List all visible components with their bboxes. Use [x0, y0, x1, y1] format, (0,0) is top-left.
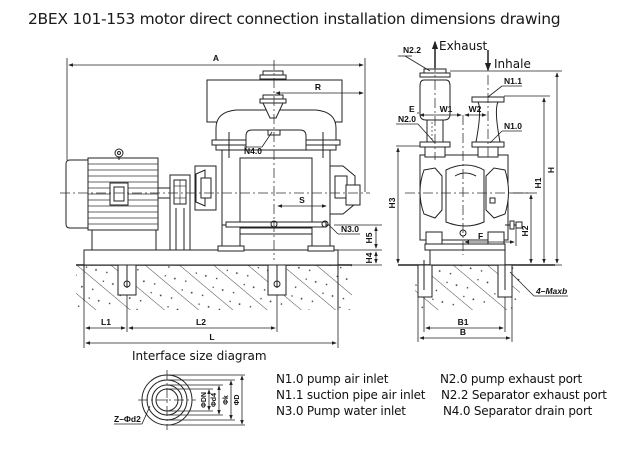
drawing-title: 2BEX 101-153 motor direct connection ins…: [28, 10, 561, 28]
callout-n3-0: N3.0: [328, 224, 360, 235]
callout-n4-0: N4.0: [244, 131, 273, 156]
svg-text:4–Maxb: 4–Maxb: [535, 286, 567, 296]
iface-k-label: Φk: [223, 395, 230, 405]
legend-item: N1.1 suction pipe air inlet: [276, 388, 426, 402]
callout-n1-1: N1.1: [487, 76, 522, 98]
dim-w2-label: W2: [469, 104, 482, 114]
iface-dn-label: ΦDN: [201, 392, 208, 408]
dim-s-label: S: [299, 195, 305, 205]
dim-r-label: R: [315, 82, 321, 92]
dim-h4-label: H4: [364, 252, 374, 263]
dim-w1-label: W1: [440, 104, 453, 114]
dim-e-w: E W1 W2: [409, 104, 487, 117]
callout-n2-0: N2.0: [396, 114, 436, 144]
dim-b-label: B: [460, 327, 466, 337]
dim-h5-h4: H5 H4: [334, 224, 382, 266]
exhaust-arrow: Exhaust: [431, 39, 488, 68]
dim-l-label: L: [209, 332, 214, 342]
motor: [65, 148, 159, 251]
svg-text:N3.0: N3.0: [341, 224, 359, 234]
dim-h: H H1 H2: [450, 70, 562, 266]
lifting-eye: [114, 148, 124, 158]
legend-item: N2.0 pump exhaust port: [440, 372, 583, 386]
callout-bolts: 4–Maxb: [509, 271, 568, 297]
side-base-plate: [83, 249, 339, 266]
dim-h5-label: H5: [364, 232, 374, 243]
iface-d4-label: Φd4: [211, 393, 218, 407]
dim-f: F: [464, 228, 517, 246]
dim-e-label: E: [409, 104, 415, 114]
iface-holes-label: Z–Φd2: [114, 414, 141, 424]
pump-body: [194, 149, 361, 252]
dim-r: R: [275, 82, 364, 95]
dim-h-label: H: [546, 167, 556, 173]
callout-n2-2: N2.2: [398, 45, 431, 72]
inhale-label: Inhale: [494, 57, 531, 71]
dim-l2-label: L2: [196, 317, 206, 327]
separator: [206, 70, 343, 158]
dim-l: L1 L2 L: [83, 295, 339, 348]
dim-h1-label: H1: [533, 177, 543, 188]
side-foundation: [76, 260, 352, 310]
exhaust-label: Exhaust: [439, 39, 488, 53]
legend-item: N2.2 Separator exhaust port: [441, 388, 607, 402]
dim-s: S: [277, 195, 327, 208]
dim-a-label: A: [213, 53, 219, 63]
coupling: [158, 174, 191, 251]
svg-text:N1.1: N1.1: [504, 76, 522, 86]
interface-diagram: ΦDN Φd4 Φk ΦD Z–Φd2: [114, 370, 245, 430]
front-foundation: [398, 247, 555, 310]
legend-item: N4.0 Separator drain port: [443, 404, 593, 418]
callout-n1-0: N1.0: [489, 121, 522, 144]
dim-f-label: F: [478, 231, 483, 241]
legend-item: N1.0 pump air inlet: [276, 372, 389, 386]
dim-a: A: [66, 53, 366, 192]
svg-text:N1.0: N1.0: [504, 121, 522, 131]
svg-text:N4.0: N4.0: [244, 146, 262, 156]
side-view: A R S N4.0 N3.0 H5: [60, 53, 382, 348]
iface-d-label: ΦD: [234, 395, 241, 406]
dim-b1-label: B1: [458, 317, 469, 327]
interface-title: Interface size diagram: [132, 349, 267, 363]
legend-item: N3.0 Pump water inlet: [276, 404, 406, 418]
dim-h3-label: H3: [387, 197, 397, 208]
dim-b: B1 B: [417, 297, 513, 342]
inhale-arrow: Inhale: [484, 50, 531, 72]
dim-l1-label: L1: [101, 317, 111, 327]
dim-h2-label: H2: [520, 225, 530, 236]
svg-text:N2.0: N2.0: [398, 114, 416, 124]
dim-h3: H3: [387, 145, 420, 264]
svg-text:N2.2: N2.2: [403, 45, 421, 55]
front-pump-body: [419, 154, 509, 251]
front-view: Exhaust Inhale N2.2 N1.1 N2.0 N1.0: [387, 39, 568, 342]
front-water-inlet: [505, 220, 523, 230]
